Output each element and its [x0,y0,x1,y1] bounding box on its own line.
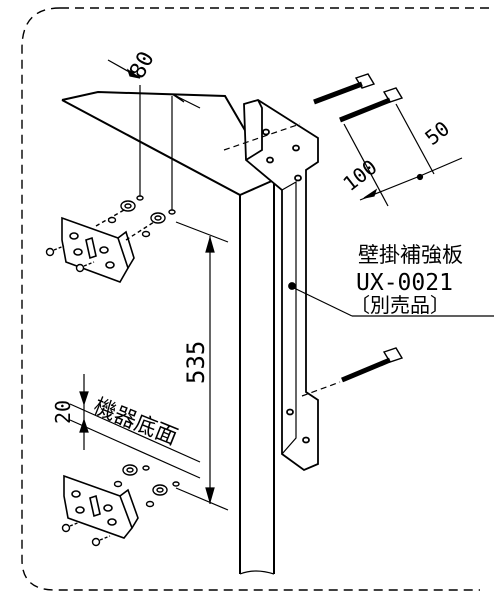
dim-535 [175,221,229,511]
plate-name-label: 壁掛補強板 [358,243,463,267]
plate-leader [293,287,494,317]
dim-535-label: 535 [182,341,210,384]
reinforcement-plate [243,99,319,472]
lower-screws [61,521,111,547]
dim-100-50 [343,103,463,207]
dim-100-label: 100 [338,155,381,196]
dim-80 [107,59,201,212]
upper-bracket [61,216,135,283]
device-bottom-label: 機器底面 [90,394,181,450]
dim-20-label: 20 [51,400,75,424]
plate-note-label: 〔別売品〕 [350,293,450,317]
wall-panel [61,90,275,575]
upper-bolts [223,73,404,151]
dim-80-label: 80 [125,48,160,83]
lower-washers [113,464,180,508]
upper-washers [107,195,176,238]
lower-bolt [301,347,404,397]
dashed-frame [21,7,490,591]
lower-bracket [63,474,139,539]
upper-screws [45,209,155,273]
plate-model-label: UX-0021 [356,270,453,296]
dim-50-label: 50 [420,116,454,150]
dim-20 [69,374,201,479]
